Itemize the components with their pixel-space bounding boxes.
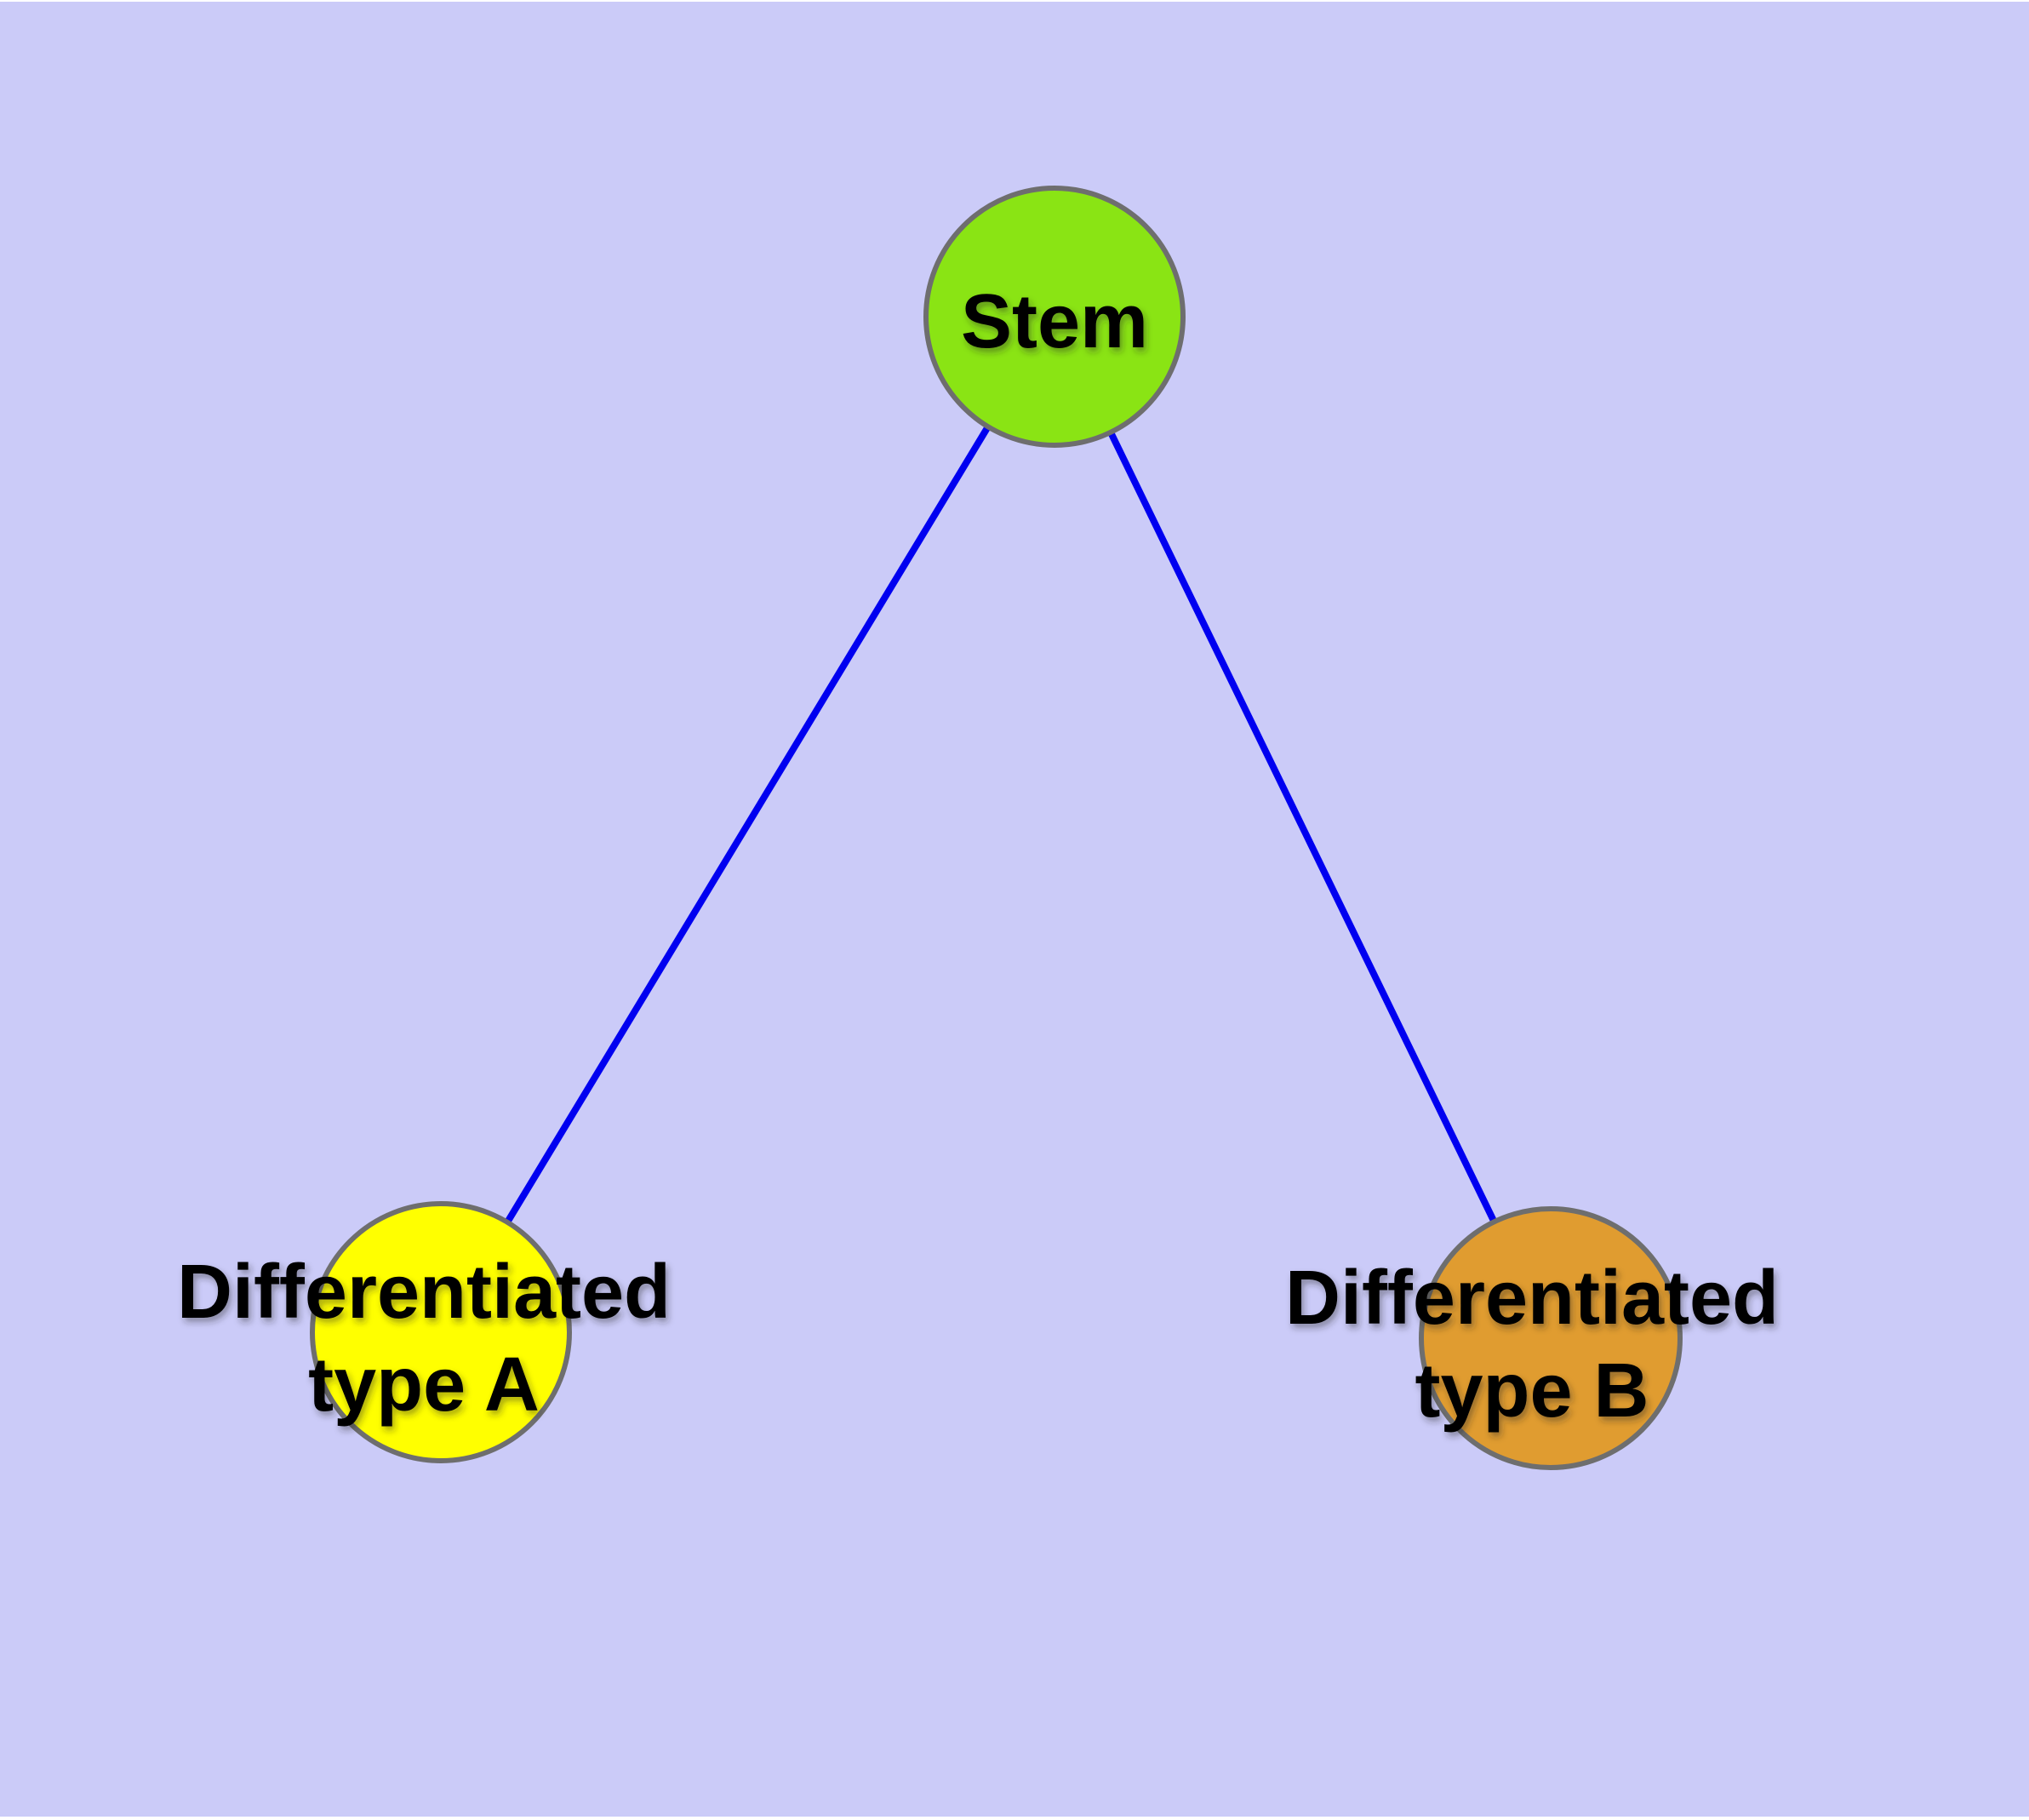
node-type-b-label-line1: Differentiated [1285, 1256, 1779, 1341]
node-stem [923, 186, 1186, 448]
node-type-a-label-line1: Differentiated [177, 1250, 671, 1335]
node-type-b-label-line2: type B [1415, 1348, 1649, 1434]
edge-stem-to-type-a [437, 314, 1058, 1335]
node-type-a-label-line2: type A [308, 1342, 540, 1428]
node-stem-label: Stem [961, 279, 1148, 364]
node-type-b [1419, 1206, 1683, 1470]
node-type-a [310, 1201, 572, 1463]
edge-stem-to-type-b [1051, 315, 1554, 1340]
